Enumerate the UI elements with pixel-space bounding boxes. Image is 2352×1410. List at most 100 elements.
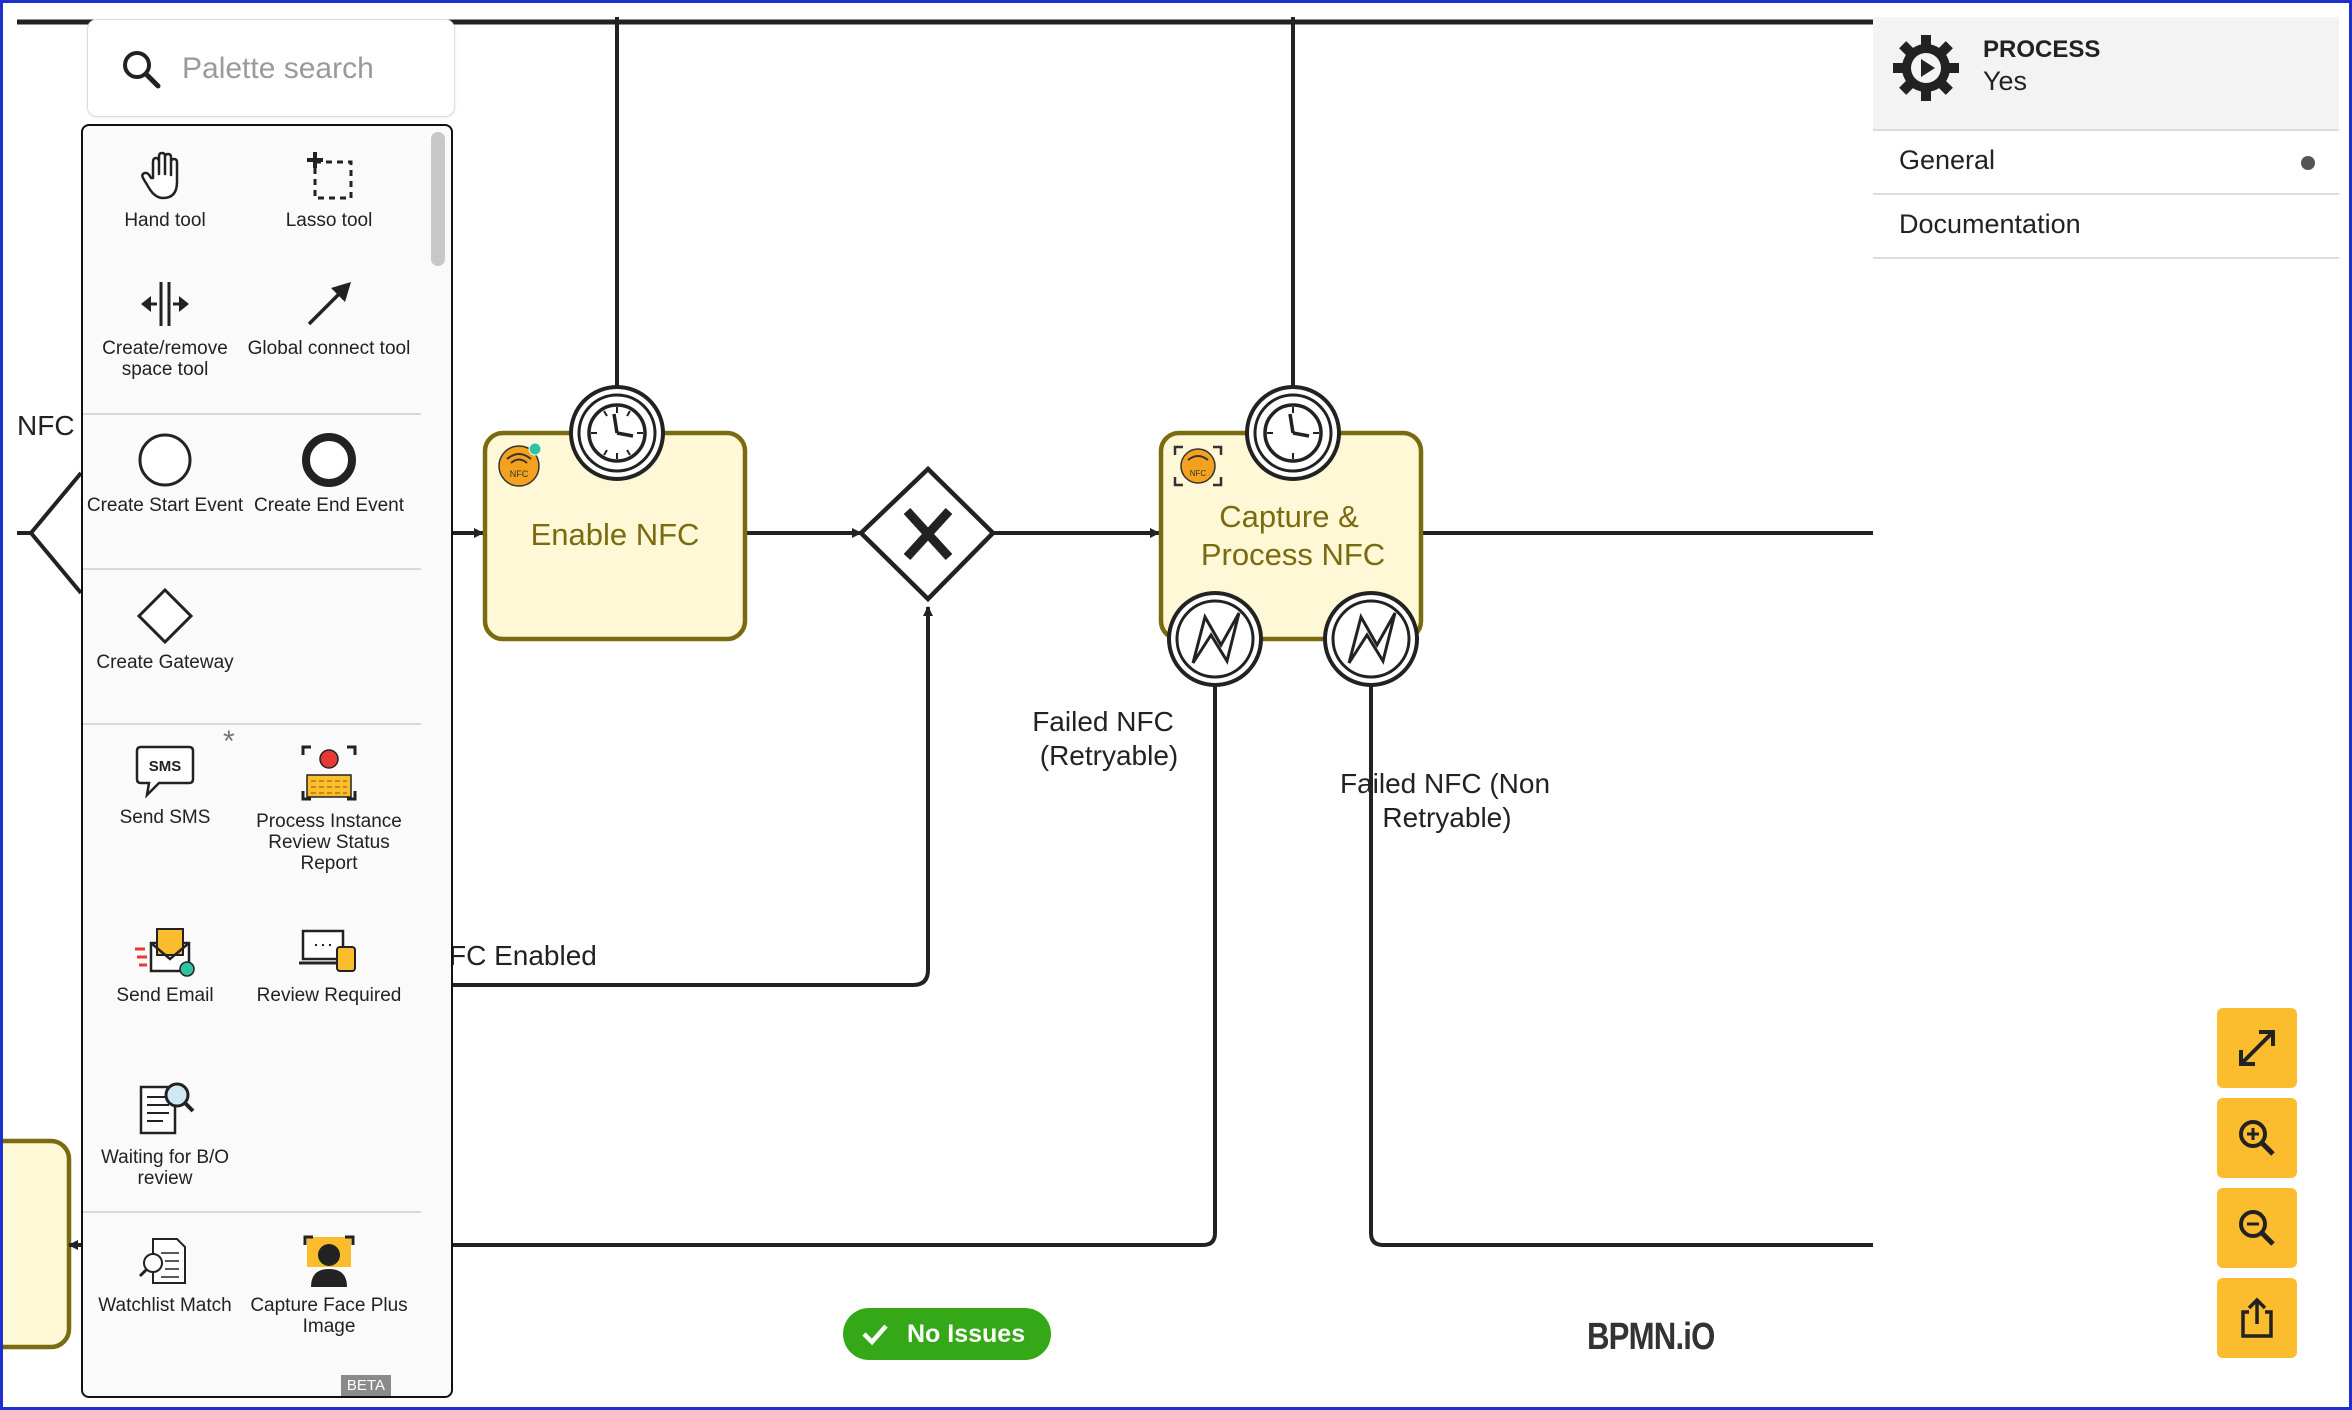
flow-label-failed-non-retryable: Failed NFC (Non — [1340, 768, 1550, 799]
tool-label: Capture Face Plus Image — [250, 1295, 408, 1337]
left-gateway[interactable] — [28, 471, 83, 595]
zoom-out-button[interactable] — [2217, 1188, 2297, 1268]
create-start-event[interactable]: Create Start Event — [83, 431, 247, 516]
space-tool[interactable]: Create/remove space tool — [83, 276, 247, 380]
send-email[interactable]: Send Email — [83, 923, 247, 1006]
expand-icon — [2239, 1030, 2275, 1066]
tool-label: Create End Event — [254, 495, 404, 516]
tool-label: Waiting for B/O review — [100, 1147, 230, 1189]
tool-label: Create/remove space tool — [102, 338, 228, 380]
status-label: No Issues — [907, 1320, 1026, 1348]
task-label: Enable NFC — [531, 517, 700, 552]
zoom-out-icon — [2239, 1210, 2275, 1246]
tool-label: Send Email — [116, 985, 214, 1006]
task-label-line1: Capture & — [1219, 499, 1359, 534]
tool-label: Hand tool — [124, 210, 206, 231]
create-gateway[interactable]: Create Gateway — [83, 586, 247, 673]
fit-viewport-button[interactable] — [2217, 1008, 2297, 1088]
waiting-for-bo-review[interactable]: Waiting for B/O review — [83, 1077, 247, 1189]
capture-face-plus-image[interactable]: Capture Face Plus Image — [247, 1233, 411, 1337]
review-required[interactable]: Review Required — [247, 923, 411, 1006]
flow-label-nfc-enabled: FC Enabled — [449, 940, 597, 971]
tool-label: Send SMS — [119, 807, 211, 828]
zoom-in-button[interactable] — [2217, 1098, 2297, 1178]
palette: Hand tool Lasso tool Create/remove space… — [81, 124, 453, 1398]
checkmark-icon — [862, 1324, 888, 1346]
task-partial-bottom-left[interactable] — [3, 1138, 72, 1350]
group-documentation[interactable]: Documentation — [1873, 195, 2339, 259]
email-icon — [135, 928, 195, 977]
process-gear-icon — [1893, 35, 1959, 101]
start-event-icon — [138, 433, 192, 487]
palette-group-tools: Hand tool Lasso tool Create/remove space… — [83, 126, 421, 415]
review-status-icon — [301, 745, 357, 801]
svg-text:NFC: NFC — [1190, 469, 1207, 478]
flow-nfc-enabled — [449, 606, 933, 987]
palette-group-events: Create Start Event Create End Event — [83, 413, 421, 570]
svg-text:NFC: NFC — [510, 469, 529, 479]
watchlist-match[interactable]: Watchlist Match — [83, 1233, 247, 1316]
diagram-canvas[interactable]: NFC Enable NFC — [3, 3, 1873, 1407]
lasso-tool[interactable]: Lasso tool — [247, 148, 411, 231]
group-label: General — [1899, 145, 1996, 175]
group-label: Documentation — [1899, 209, 2081, 239]
task-label-line2: Process NFC — [1201, 537, 1385, 572]
tool-label: Create Start Event — [86, 495, 244, 516]
create-end-event[interactable]: Create End Event — [247, 431, 411, 516]
review-required-icon — [299, 929, 356, 972]
linting-status-button[interactable]: No Issues — [843, 1308, 1051, 1360]
search-icon — [123, 51, 161, 89]
palette-search-input[interactable] — [180, 42, 434, 96]
hand-icon — [141, 151, 179, 200]
nfc-icon: NFC — [498, 442, 542, 487]
face-capture-icon — [303, 1235, 355, 1287]
timer-boundary-event-2[interactable] — [1245, 385, 1341, 481]
palette-scrollbar[interactable] — [431, 132, 445, 266]
palette-group-bottom: Watchlist Match Capture Face Plus Image … — [83, 1211, 421, 1396]
error-boundary-event-non-retryable[interactable] — [1323, 591, 1419, 687]
svg-text:SMS: SMS — [149, 758, 182, 775]
process-instance-review-status-report[interactable]: Process Instance Review Status Report — [247, 741, 411, 874]
bpmn-io-logo[interactable]: BPMN.iO — [1587, 1316, 1715, 1358]
flow-label-failed-non-retryable-2: Retryable) — [1382, 802, 1511, 833]
send-sms[interactable]: SMS Send SMS — [83, 741, 247, 828]
document-search-icon — [139, 1082, 195, 1135]
hand-tool[interactable]: Hand tool — [83, 148, 247, 231]
exclusive-gateway[interactable] — [857, 465, 997, 603]
element-type: PROCESS — [1983, 36, 2101, 63]
flow-label-failed-retryable-2: (Retryable) — [1040, 740, 1178, 771]
tool-label: Process Instance Review Status Report — [256, 811, 402, 874]
beta-badge: BETA — [340, 1375, 391, 1396]
timer-boundary-event-1[interactable] — [569, 385, 665, 481]
tool-label: Review Required — [256, 985, 402, 1006]
nfc-scan-icon: NFC — [1173, 445, 1223, 487]
tool-label: Lasso tool — [285, 210, 373, 231]
connect-arrow-icon — [307, 282, 351, 326]
flow-failed-retryable — [449, 685, 1217, 1247]
zoom-in-icon — [2239, 1120, 2275, 1156]
watchlist-icon — [138, 1238, 186, 1284]
share-icon — [2241, 1297, 2273, 1338]
palette-search-box[interactable] — [87, 19, 455, 117]
palette-group-custom: * SMS Send SMS Process Instance Review S… — [83, 723, 421, 1213]
properties-header: PROCESS Yes — [1873, 17, 2339, 131]
export-button[interactable] — [2217, 1278, 2297, 1358]
tool-label: Watchlist Match — [98, 1295, 232, 1316]
space-tool-icon — [141, 282, 189, 326]
tool-label: Global connect tool — [247, 338, 411, 359]
end-event-icon — [302, 433, 356, 487]
group-general[interactable]: General — [1873, 131, 2339, 195]
error-boundary-event-retryable[interactable] — [1167, 591, 1263, 687]
flow-failed-non-retryable — [1369, 685, 1873, 1247]
data-dot-indicator — [2301, 156, 2315, 170]
flow-label-failed-retryable: Failed NFC — [1032, 706, 1174, 737]
sms-icon: SMS — [135, 745, 195, 799]
global-connect-tool[interactable]: Global connect tool — [247, 276, 411, 359]
palette-group-gateway: Create Gateway — [83, 568, 421, 725]
task-capture-process-nfc[interactable]: NFC Capture & Process NFC — [1158, 430, 1424, 642]
star-marker: * — [223, 725, 235, 758]
gateway-icon — [136, 587, 194, 645]
element-name: Yes — [1983, 66, 2028, 96]
lasso-icon — [307, 152, 353, 200]
